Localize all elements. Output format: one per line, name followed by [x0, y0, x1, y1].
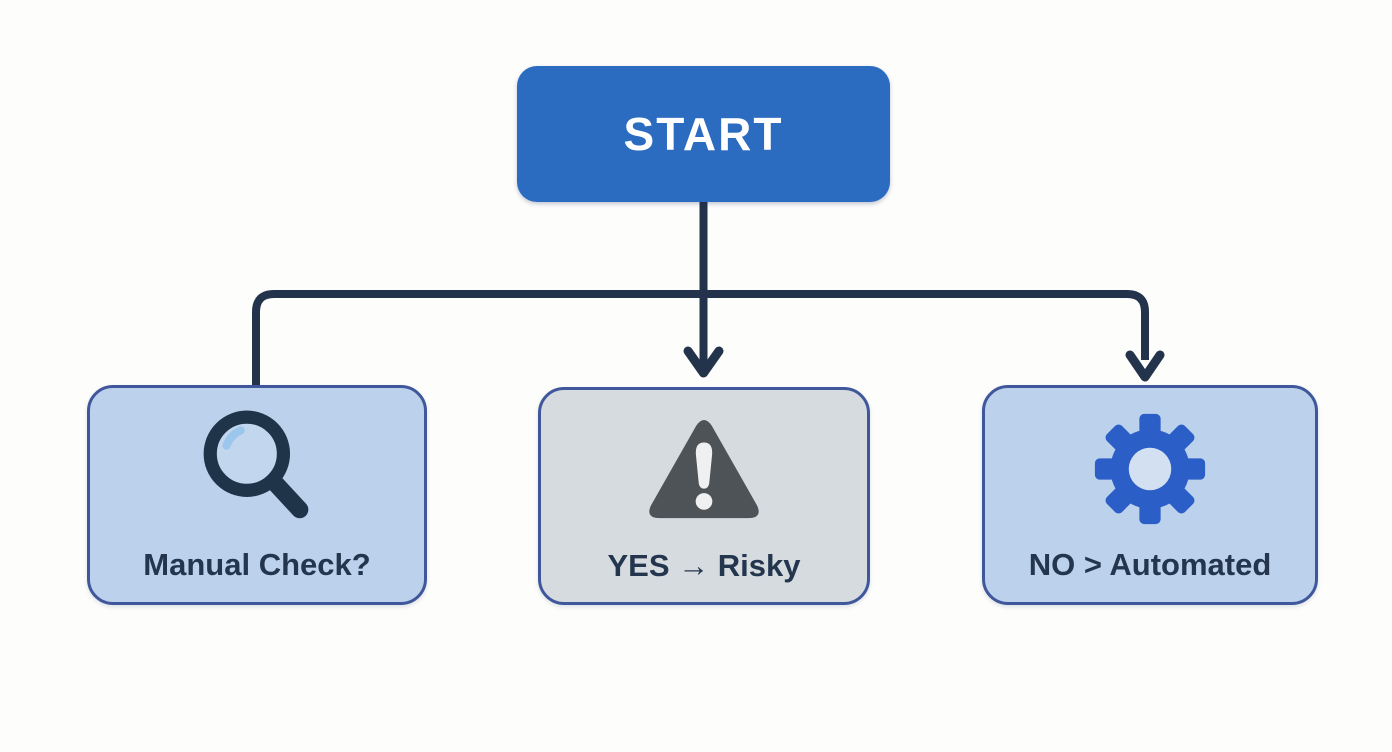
- node-no-automated: NO > Automated: [982, 385, 1318, 605]
- magnifier-icon: [196, 407, 318, 531]
- start-node: START: [517, 66, 890, 202]
- warning-icon: [645, 408, 763, 532]
- node-yes-risky-label: YES → Risky: [607, 548, 801, 583]
- gear-icon: [1092, 407, 1208, 531]
- arrowhead-right: [1125, 350, 1165, 382]
- node-manual-check: Manual Check?: [87, 385, 427, 605]
- node-no-automated-label: NO > Automated: [1028, 547, 1272, 582]
- connector-branch: [252, 290, 1149, 386]
- start-node-label: START: [623, 108, 784, 160]
- node-yes-risky: YES → Risky: [538, 387, 870, 605]
- node-manual-check-label: Manual Check?: [143, 547, 371, 582]
- arrowhead-middle: [683, 346, 724, 378]
